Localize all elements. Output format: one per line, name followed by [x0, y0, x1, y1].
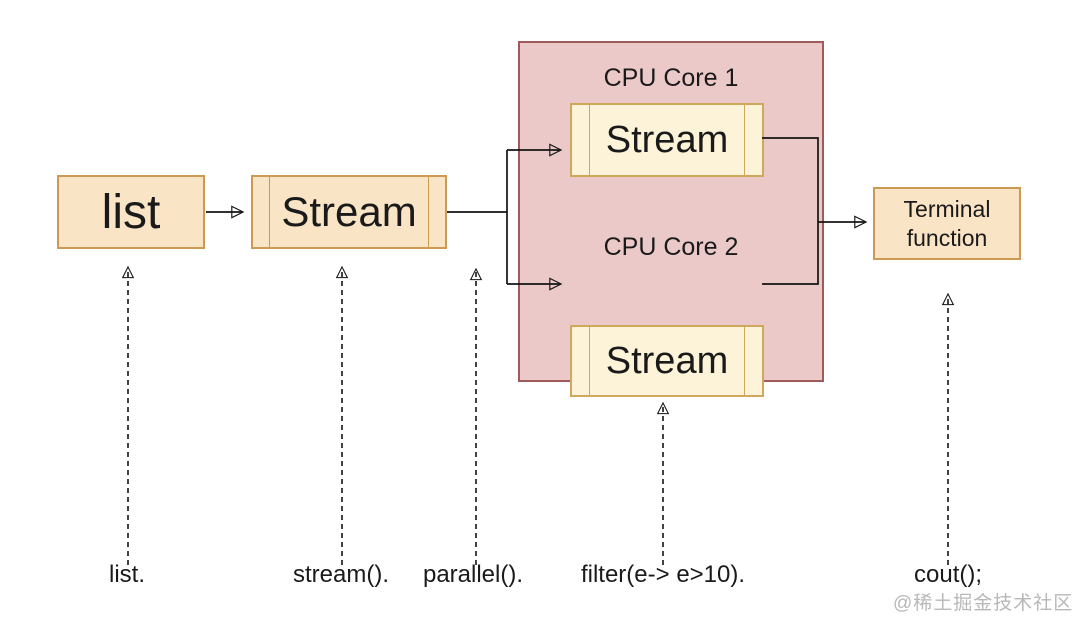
terminal-label-line2: function [906, 224, 988, 251]
node-stream-label: Stream [281, 188, 417, 235]
node-stream-core2: Stream [570, 325, 764, 397]
process-bar-left [269, 177, 270, 247]
node-stream-core1-label: Stream [605, 118, 729, 161]
connector-stream-fork [447, 150, 508, 284]
node-list: list [57, 175, 205, 249]
cpu-core-2-title: CPU Core 2 [603, 233, 739, 261]
process-bar-right [428, 177, 429, 247]
code-label-parallel: parallel(). [422, 561, 524, 588]
process-bar-right [744, 105, 745, 175]
node-stream: Stream [251, 175, 447, 249]
node-stream-core1: Stream [570, 103, 764, 177]
code-label-cout: cout(); [913, 561, 983, 588]
process-bar-right [744, 327, 745, 395]
cpu-cores-container: CPU Core 1 Stream CPU Core 2 Stream [518, 41, 824, 397]
node-stream-core2-label: Stream [605, 339, 729, 382]
code-label-list: list. [109, 561, 145, 588]
code-label-stream: stream(). [293, 561, 389, 588]
watermark: @稀土掘金技术社区 [893, 593, 1074, 614]
process-bar-left [589, 105, 590, 175]
process-bar-left [589, 327, 590, 395]
node-terminal-function: Terminal function [873, 187, 1021, 260]
cpu-core-1-title: CPU Core 1 [603, 64, 739, 92]
code-label-filter: filter(e-> e>10). [580, 561, 746, 588]
terminal-label-line1: Terminal [903, 195, 991, 222]
node-list-label: list [101, 185, 161, 239]
